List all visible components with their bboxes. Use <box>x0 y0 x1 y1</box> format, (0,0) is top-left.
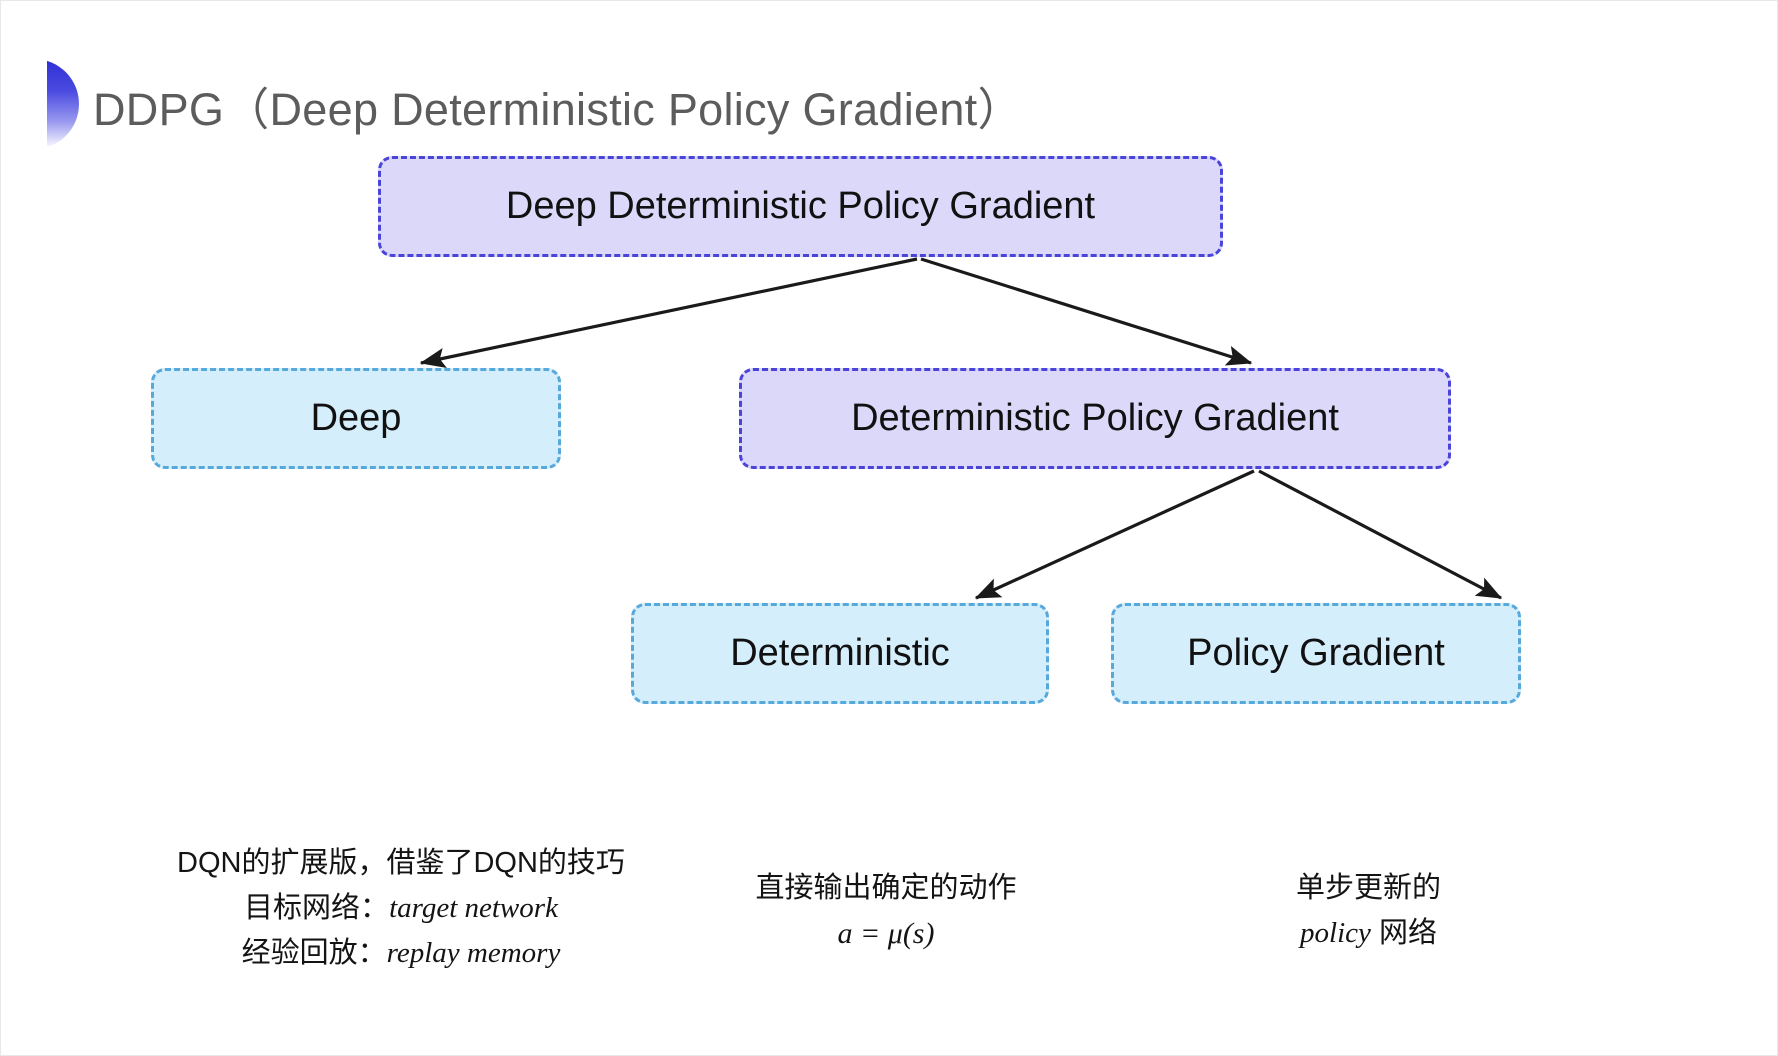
note-deterministic: 直接输出确定的动作 a = μ(s) <box>691 866 1081 957</box>
page-title: DDPG（Deep Deterministic Policy Gradient） <box>93 84 1023 135</box>
node-deep[interactable]: Deep <box>151 368 561 469</box>
note-deep-line1: DQN的扩展版，借鉴了DQN的技巧 <box>177 847 625 879</box>
note-deep-line2: 目标网络：target network <box>141 886 661 931</box>
note-deep: DQN的扩展版，借鉴了DQN的技巧 目标网络：target network 经验… <box>141 841 661 976</box>
note-deep-line2-label: 目标网络： <box>244 891 390 924</box>
title-accent-shape <box>47 59 79 149</box>
note-deep-line3: 经验回放：replay memory <box>141 931 661 976</box>
node-policy-gradient[interactable]: Policy Gradient <box>1111 603 1521 704</box>
edge-dpg-to-policy-gradient <box>1258 469 1503 600</box>
note-policy-gradient-suffix: 网络 <box>1370 916 1437 949</box>
note-deterministic-formula: a = μ(s) <box>837 916 935 950</box>
edge-root-to-dpg <box>920 257 1253 366</box>
edge-root-to-deep <box>419 257 918 369</box>
note-deterministic-line1: 直接输出确定的动作 <box>755 872 1017 904</box>
note-deep-line3-label: 经验回放： <box>241 936 387 969</box>
note-policy-gradient-term: policy <box>1300 916 1371 949</box>
note-policy-gradient: 单步更新的 policy 网络 <box>1176 866 1561 956</box>
note-policy-gradient-line2: policy 网络 <box>1176 911 1561 956</box>
note-policy-gradient-line1: 单步更新的 <box>1295 872 1441 904</box>
note-deep-line3-term: replay memory <box>386 936 561 969</box>
node-deterministic[interactable]: Deterministic <box>631 603 1049 704</box>
edge-dpg-to-deterministic <box>974 469 1255 600</box>
node-deterministic-policy-gradient[interactable]: Deterministic Policy Gradient <box>739 368 1451 469</box>
node-deep-deterministic-policy-gradient[interactable]: Deep Deterministic Policy Gradient <box>378 156 1223 257</box>
note-deep-line2-term: target network <box>389 891 558 924</box>
